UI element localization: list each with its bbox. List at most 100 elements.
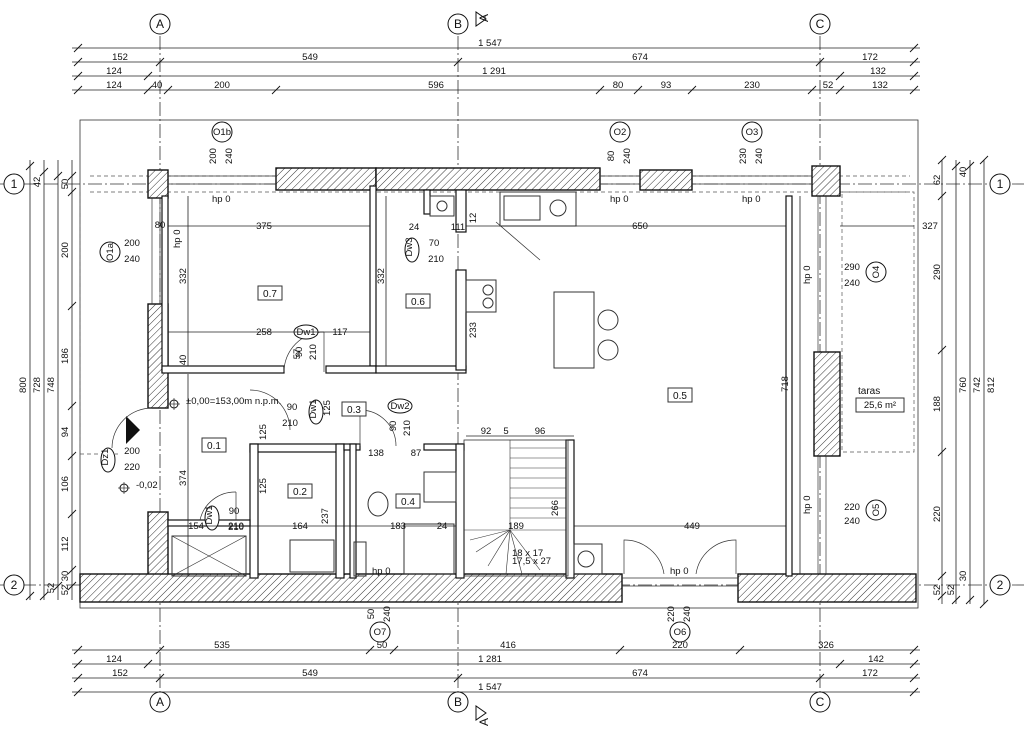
door-Dw1-c-w: 90 [229,506,240,517]
dim-in-332b: 332 [376,268,387,284]
hp-label-3: hp 0 [742,194,761,205]
window-O4-w: 290 [844,262,860,273]
exterior-walls [79,165,917,603]
dim-top-674: 674 [632,52,648,63]
window-O2-w: 80 [606,151,617,162]
window-O6-h: 240 [682,606,693,622]
dim-in-266: 266 [550,500,561,516]
hp-label-4: hp 0 [172,230,183,249]
door-Dw3-id: Dw3 [404,237,415,256]
dim-in-12: 40 [178,355,189,366]
dim-left-186: 186 [60,348,71,364]
dim-in-374: 374 [178,470,189,486]
room-0-5: 0.5 [673,391,687,402]
door-Dw1-c-id: Dw1 [204,505,215,524]
dim-in-80: 57 [292,349,303,360]
window-O2-h: 240 [622,148,633,164]
window-O5-w: 220 [844,502,860,513]
dim-in-111: 12 [468,213,479,224]
level-ext: -0,02 [136,480,158,491]
dim-bottom3-152: 152 [112,668,128,679]
window-O1b-h: 240 [224,148,235,164]
window-O1a-id: O1a [105,242,116,261]
dim-bottom-total: 1 547 [478,682,502,693]
dim-in-327: 327 [922,221,938,232]
dim-top3-40: 40 [152,80,163,91]
door-Dw1-a-h: 210 [308,344,319,360]
door-Dw2-w: 90 [388,421,399,432]
dim-bottom-326: 326 [818,640,834,651]
dim-right-812: 812 [986,377,997,393]
dim-top3-596: 596 [428,80,444,91]
dim-top-549: 549 [302,52,318,63]
level-main: ±0,00=153,00m n.p.m. [186,396,281,407]
window-tags: O1b 200 240 O2 80 240 O3 230 240 O1a 200… [99,121,887,643]
door-Dw1-b-id: Dw1 [308,399,319,418]
axis-b-top: B [454,17,462,31]
dim-in-449: 449 [684,521,700,532]
section-marker-top: A [477,14,491,22]
dim-right-742: 742 [972,377,983,393]
dim-right-62: 62 [932,175,943,186]
dim-left-42: 42 [32,177,43,188]
window-O3-id: O3 [746,127,759,138]
dim-in-125a: 125 [322,400,333,416]
dim-top3-200: 200 [214,80,230,91]
dim-top2-total: 1 291 [482,66,506,77]
dim-in-87: 138 [368,448,384,459]
axis-bubbles: A B C A B C 1 1 2 2 A A [3,11,1011,726]
window-O5-h: 240 [844,516,860,527]
bottom-dimensions: 535 50 416 220 326 124 1 281 142 152 549… [72,640,920,697]
dim-top3-230: 230 [744,80,760,91]
door-Dz1-w: 200 [124,446,140,457]
dim-right-290: 290 [932,264,943,280]
window-O1a-w: 200 [124,238,140,249]
dim-top-152: 152 [112,52,128,63]
dim-bottom2-142: 142 [868,654,884,665]
room-0-1: 0.1 [207,441,221,452]
dim-left-748: 748 [46,377,57,393]
dim-left-52b: 52 [60,585,71,596]
axis-a-top: A [156,17,164,31]
dim-top3-93: 93 [661,80,672,91]
door-Dw1-b-h: 210 [282,418,298,429]
dim-right-220: 220 [932,506,943,522]
window-O7-h: 240 [382,606,393,622]
dim-bottom-416: 416 [500,640,516,651]
door-Dw2-id: Dw2 [390,401,409,412]
dim-left-50: 50 [60,179,71,190]
axis-2-left: 2 [11,578,18,592]
dim-in-183: 183 [390,521,406,532]
dim-in-92a: 92 [481,426,492,437]
terrace-label: taras 25,6 m² [855,386,905,413]
level-markers: ±0,00=153,00m n.p.m. -0,02 hp 0 hp 0 hp … [118,194,813,577]
window-O1b-w: 200 [208,148,219,164]
dim-in-57: 125 [258,424,269,440]
dim-in-237a: 237 [320,508,331,524]
dim-in-5: 5 [503,426,508,437]
section-marker-bottom: A [477,718,491,726]
fixtures [171,191,619,577]
dim-left-800: 800 [18,377,29,393]
stairs-run: 17,5 x 27 [512,556,551,567]
dim-top3-124: 124 [106,80,122,91]
hp-label-2: hp 0 [610,194,629,205]
dim-in-650: 650 [632,221,648,232]
interior-dimensions: 375 650 327 258 117 332 332 233 374 125 … [155,196,938,576]
dim-right-40: 40 [958,167,969,178]
dim-in-138: 24 [409,222,420,233]
dim-right-188: 188 [932,396,943,412]
axis-2-right: 2 [997,578,1004,592]
dim-top3-132: 132 [872,80,888,91]
door-Dw1-a-w: 90 [294,347,305,358]
door-Dw2-h: 210 [402,420,413,436]
dim-top2-124: 124 [106,66,122,77]
window-O3-h: 240 [754,148,765,164]
dim-in-96: 87 [411,448,422,459]
dim-left-728: 728 [32,377,43,393]
dim-in-718: 718 [780,376,791,392]
axis-c-top: C [816,17,825,31]
hp-label-1: hp 0 [212,194,231,205]
window-O1a-h: 240 [124,254,140,265]
